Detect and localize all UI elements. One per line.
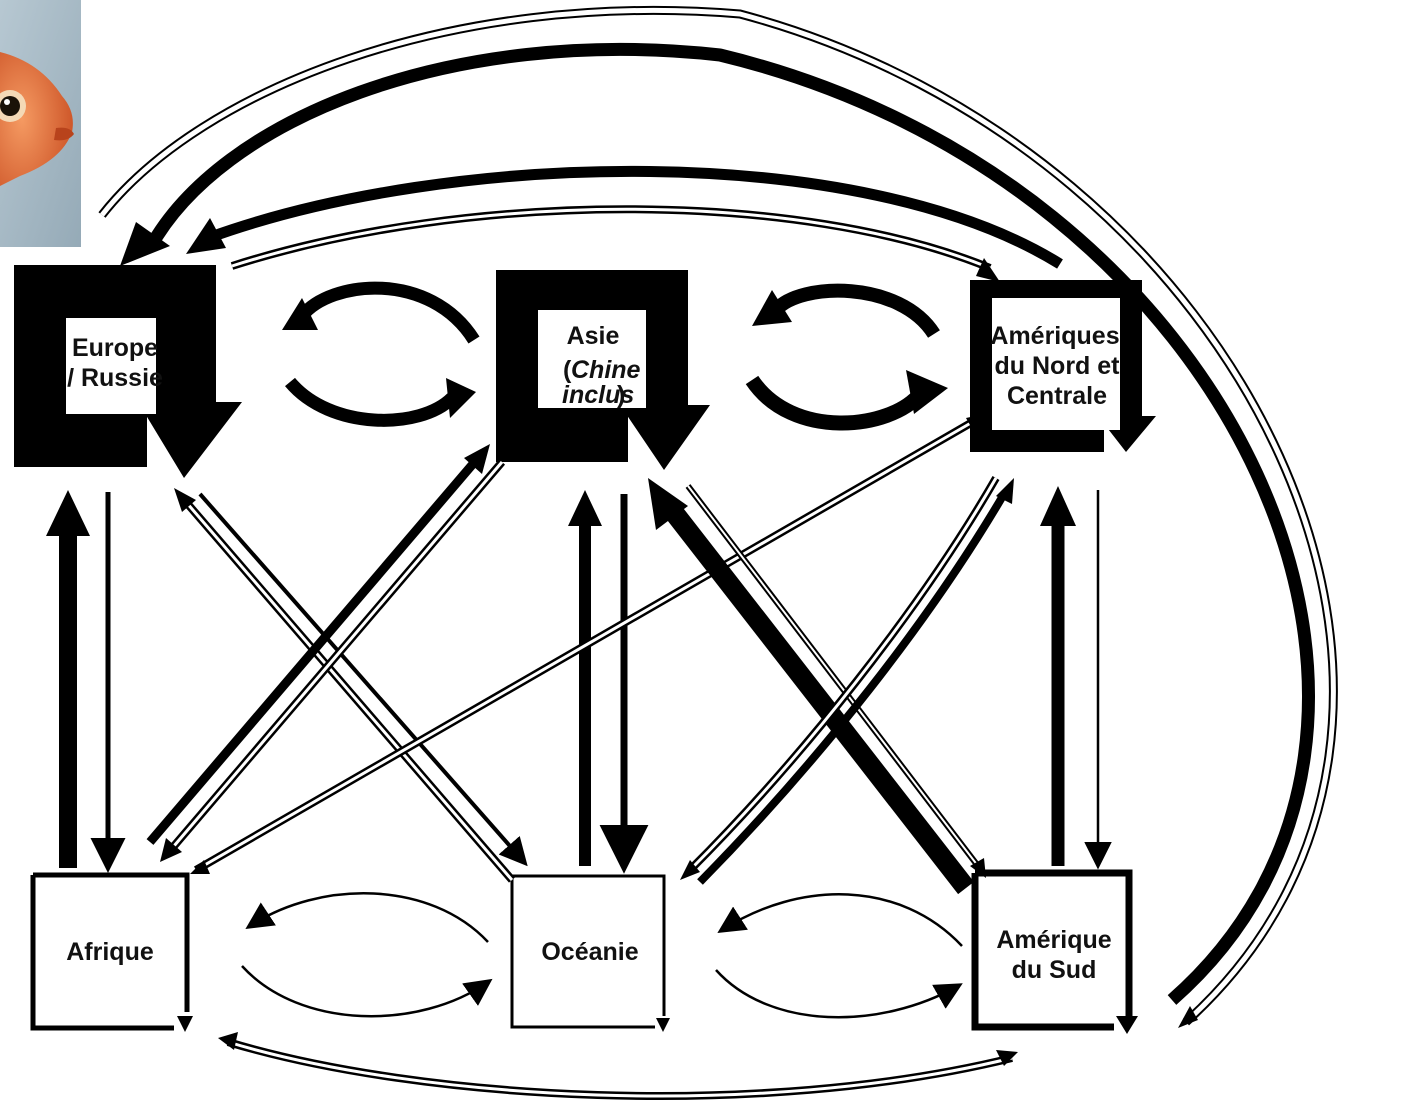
- arrow-amerique-sud-ameriques-nord: [1040, 486, 1076, 866]
- arrow-oceanie-asie: [568, 490, 602, 866]
- arrows-oceanie-amerique-sud: [716, 894, 962, 1017]
- node-oceanie: Océanie: [512, 876, 670, 1032]
- arrow-europe-oceanie: [200, 494, 524, 862]
- fish-photo: [0, 0, 81, 247]
- node-oceanie-label: Océanie: [541, 938, 638, 966]
- node-ameriques-nord: Amériques du Nord et Centrale: [970, 280, 1156, 452]
- arrow-oceanie-europe: [174, 488, 512, 880]
- node-europe-label-1: Europe: [72, 334, 158, 362]
- node-ameriques-nord-label-2: du Nord et: [995, 352, 1121, 380]
- arrow-afrique-europe: [46, 490, 90, 868]
- arrows-afrique-amerique-sud: [218, 1032, 1018, 1096]
- arrows-asie-ameriques: [752, 290, 948, 423]
- node-asie-italic-1: Chine: [571, 356, 641, 384]
- node-amerique-sud-label-1: Amérique: [996, 926, 1111, 954]
- arrow-outer-arc-outline: [102, 10, 1333, 1022]
- arrow-asie-afrique: [160, 462, 502, 862]
- node-amerique-sud: Amérique du Sud: [975, 873, 1138, 1034]
- node-asie-label: Asie: [567, 322, 620, 350]
- node-ameriques-nord-label-1: Amériques: [990, 322, 1119, 350]
- arrow-afrique-asie: [150, 444, 490, 842]
- arrow-amerique-sud-asie: [648, 478, 966, 888]
- node-asie: Asie ( Chine inclus ): [496, 270, 710, 470]
- node-afrique: Afrique: [33, 875, 193, 1032]
- arrows-afrique-oceanie: [242, 893, 488, 1016]
- arrow-outer-arc-inner: [102, 10, 1333, 1022]
- arrow-asie-amerique-sud: [688, 486, 986, 878]
- arrows-europe-asie: [282, 288, 476, 420]
- node-asie-close-paren: ): [617, 381, 625, 409]
- node-ameriques-nord-label-3: Centrale: [1007, 382, 1107, 410]
- arrow-arc-europe-ameriques: [232, 209, 990, 268]
- node-afrique-label: Afrique: [66, 938, 154, 966]
- node-europe-label-2: / Russie: [67, 364, 163, 392]
- node-europe: Europe / Russie: [14, 265, 242, 478]
- node-amerique-sud-label-2: du Sud: [1012, 956, 1097, 984]
